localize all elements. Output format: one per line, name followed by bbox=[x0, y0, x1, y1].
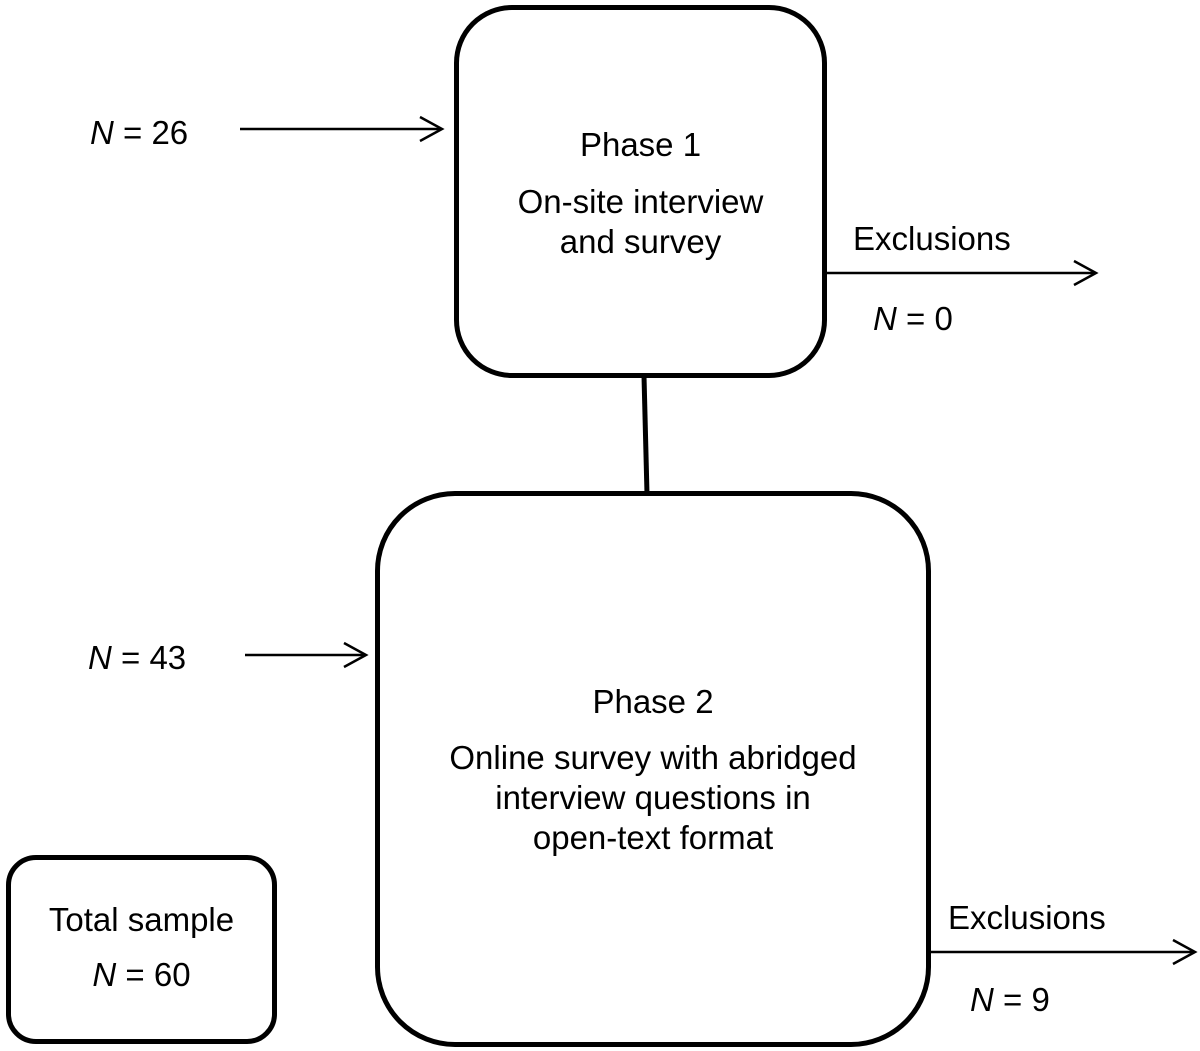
phase-connector-line bbox=[641, 375, 650, 495]
phase2-exclusions-n-value: = 9 bbox=[1003, 981, 1050, 1018]
total-sample-count: N = 60 bbox=[11, 955, 272, 995]
phase2-description-line-1: Online survey with abridged bbox=[449, 739, 857, 776]
phase1-exclusions-count: N = 0 bbox=[873, 299, 953, 339]
phase2-input-n-value: = 43 bbox=[121, 639, 187, 676]
phase2-exclusions-n-symbol: N bbox=[970, 981, 994, 1018]
phase1-box: Phase 1 On-site interview and survey bbox=[454, 5, 827, 378]
phase2-exclusions-count: N = 9 bbox=[970, 980, 1050, 1020]
phase1-description-line-1: On-site interview bbox=[517, 183, 764, 220]
phase1-title: Phase 1 bbox=[579, 126, 702, 163]
phase2-description-line-2: interview questions in bbox=[495, 779, 811, 816]
phase1-exclusions-n-symbol: N bbox=[873, 300, 897, 337]
phase2-exclusions-label: Exclusions bbox=[948, 899, 1106, 936]
phase2-input-n-symbol: N bbox=[88, 639, 112, 676]
phase1-input-arrow bbox=[240, 115, 445, 143]
phase1-exclusions-arrow bbox=[824, 259, 1099, 287]
phase2-box: Phase 2 Online survey with abridged inte… bbox=[375, 491, 931, 1047]
phase2-description-line-3: open-text format bbox=[532, 819, 774, 856]
phase2-exclusions-arrow bbox=[929, 938, 1198, 966]
phase1-input-count: N = 26 bbox=[90, 113, 188, 153]
total-sample-label: Total sample bbox=[48, 901, 235, 938]
total-sample-box: Total sample N = 60 bbox=[6, 855, 277, 1044]
phase1-input-n-symbol: N bbox=[90, 114, 114, 151]
total-n-symbol: N bbox=[92, 956, 117, 993]
phase2-title: Phase 2 bbox=[592, 683, 714, 720]
phase1-exclusions-n-value: = 0 bbox=[906, 300, 953, 337]
phase1-description-line-2: and survey bbox=[559, 223, 722, 260]
phase2-input-count: N = 43 bbox=[88, 638, 186, 678]
total-n-value: = 60 bbox=[125, 956, 191, 993]
phase1-exclusions-label: Exclusions bbox=[853, 220, 1011, 257]
phase2-input-arrow bbox=[245, 641, 369, 669]
phase1-input-n-value: = 26 bbox=[123, 114, 189, 151]
